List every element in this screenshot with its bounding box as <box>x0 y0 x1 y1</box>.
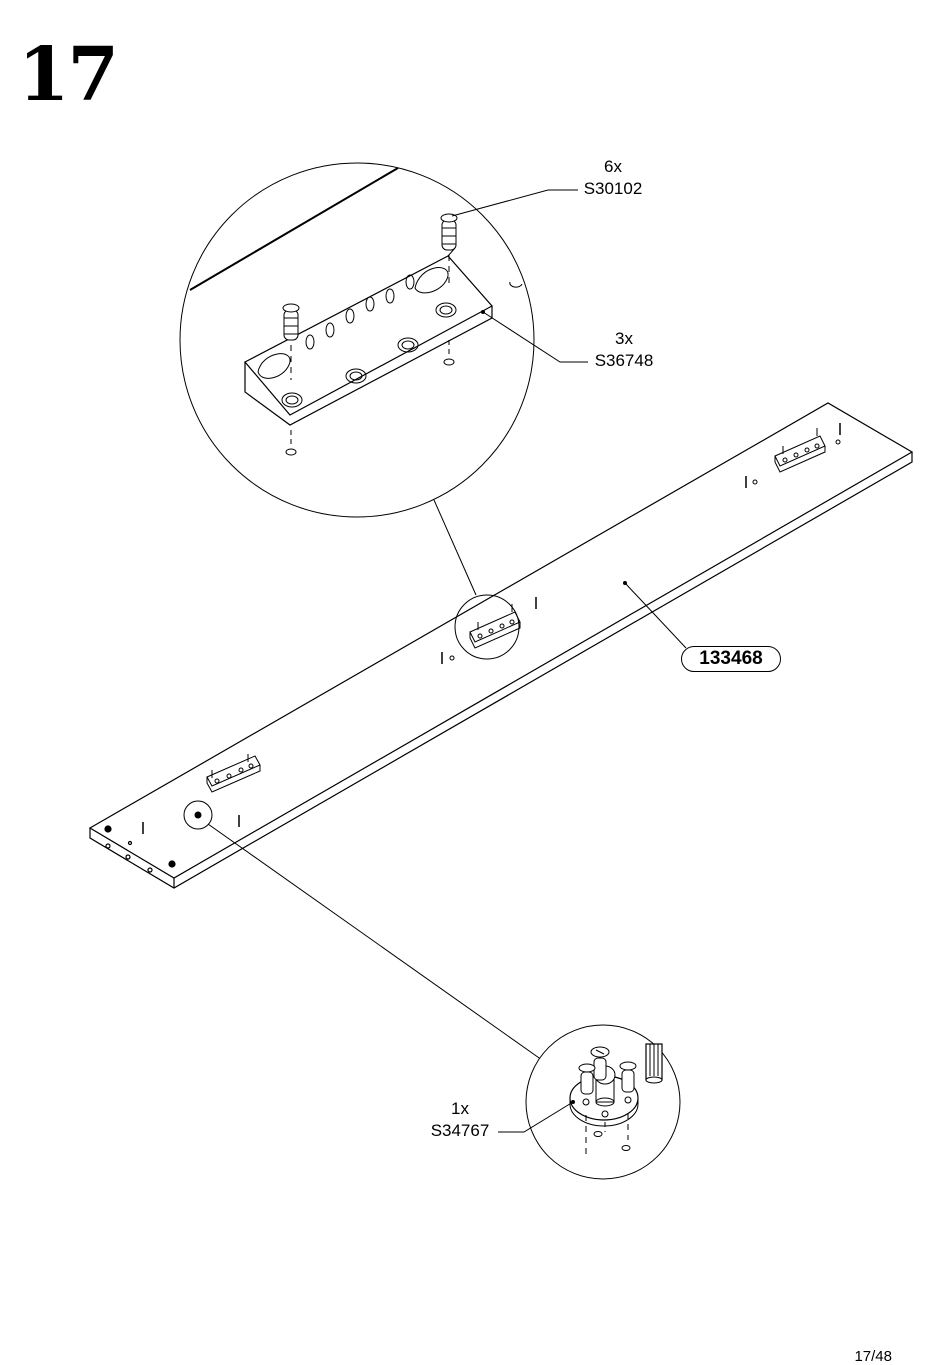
leader-zoom-top <box>434 500 476 595</box>
callout-qty: 1x <box>425 1098 495 1120</box>
zoom-detail-fitting <box>526 1025 680 1179</box>
callout-s36748: 3x S36748 <box>589 328 659 372</box>
callout-s34767: 1x S34767 <box>425 1098 495 1142</box>
part-code-badge: 133468 <box>681 646 781 672</box>
callout-code: S36748 <box>589 350 659 372</box>
callout-code: S34767 <box>425 1120 495 1142</box>
board-panel <box>90 403 912 888</box>
page-indicator: 17/48 <box>854 1348 892 1365</box>
zoom-detail-bracket <box>180 163 534 517</box>
callout-s30102: 6x S30102 <box>580 156 646 200</box>
callout-code: S30102 <box>580 178 646 200</box>
callout-qty: 6x <box>580 156 646 178</box>
leader-zoom-bottom <box>208 824 542 1060</box>
callout-qty: 3x <box>589 328 659 350</box>
